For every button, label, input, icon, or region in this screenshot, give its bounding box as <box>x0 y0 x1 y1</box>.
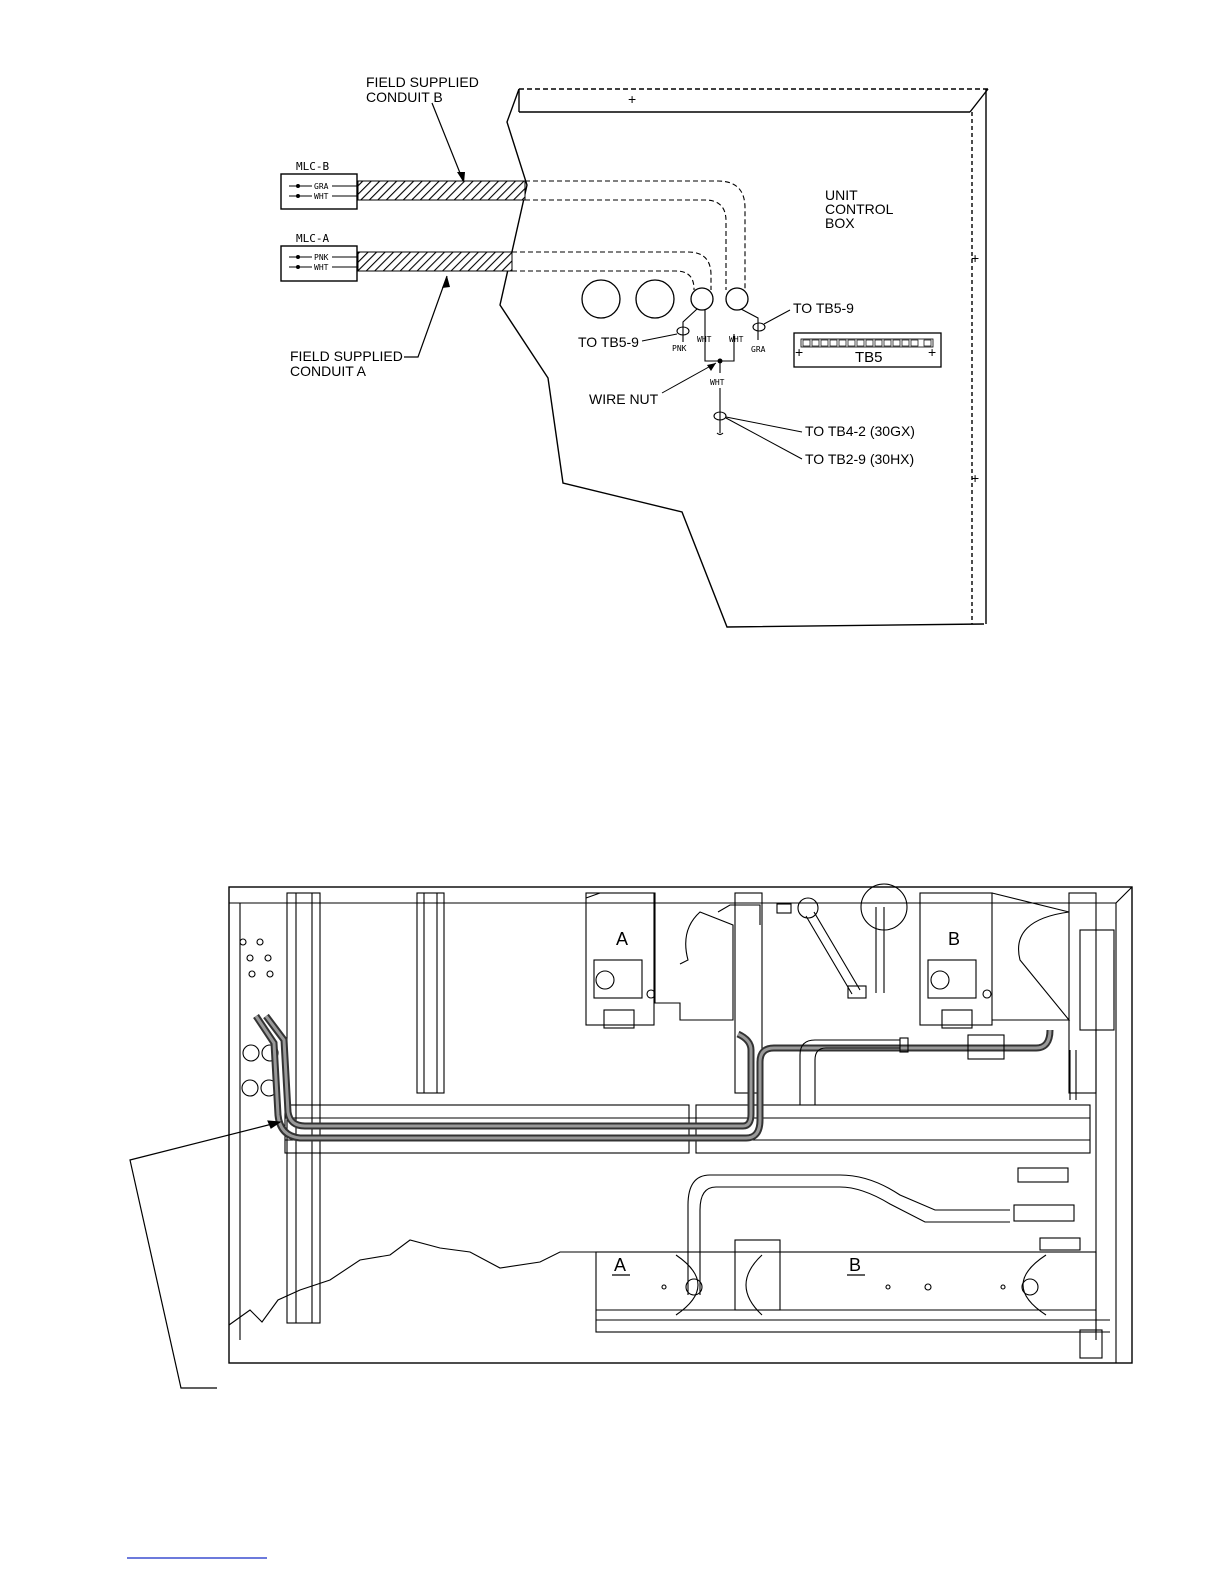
mlc-a-title: MLC-A <box>296 232 329 245</box>
circuit-lower-b-label: B <box>849 1255 861 1275</box>
mlc-b-connector: MLC-B GRA WHT <box>281 160 357 209</box>
dashed-conduit-path <box>512 181 745 290</box>
mlc-a-connector: MLC-A PNK WHT <box>281 232 357 281</box>
knockout-circle <box>726 288 748 310</box>
bottom-unit-diagram: A B <box>130 884 1132 1388</box>
conduit-b <box>358 181 525 200</box>
to-tb5-9-right-label: TO TB5-9 <box>793 300 854 316</box>
control-box-label-line3: BOX <box>825 215 855 231</box>
conduit-a <box>358 252 512 271</box>
wiring-harness <box>266 1016 751 1126</box>
tb5-label: TB5 <box>855 349 883 366</box>
conduit-a-leader <box>404 276 447 357</box>
mlc-b-wire-wht: WHT <box>314 192 329 201</box>
compressor-b <box>920 893 1069 1028</box>
leader-line <box>642 334 677 341</box>
wire-tag-wht-right: WHT <box>729 335 744 344</box>
wire-tag-wht-bottom: WHT <box>710 378 725 387</box>
svg-text:+: + <box>795 344 803 360</box>
right-assembly <box>900 930 1114 1059</box>
to-tb2-9-label: TO TB2-9 (30HX) <box>805 451 914 467</box>
circuit-upper-a-label: A <box>616 929 628 949</box>
top-wiring-diagram: + + + FIELD SUPPLIED CONDUIT B MLC-B GRA… <box>281 74 988 627</box>
conduit-b-label-line1: FIELD SUPPLIED <box>366 74 479 90</box>
conduit-b-label-line2: CONDUIT B <box>366 89 443 105</box>
mlc-b-title: MLC-B <box>296 160 329 173</box>
wire-nut-dot <box>718 359 723 364</box>
svg-text:+: + <box>928 344 936 360</box>
knockout-circle <box>582 280 620 318</box>
mlc-b-wire-gra: GRA <box>314 182 329 191</box>
to-tb5-9-left-label: TO TB5-9 <box>578 334 639 350</box>
wire-marker <box>753 323 765 331</box>
compressor-a <box>586 893 733 1028</box>
plus-mark: + <box>971 470 979 486</box>
wire-tag-pnk: PNK <box>672 344 687 353</box>
plus-mark: + <box>971 250 979 266</box>
plus-mark: + <box>628 91 636 107</box>
to-tb4-2-label: TO TB4-2 (30GX) <box>805 423 915 439</box>
conduit-a-label-line1: FIELD SUPPLIED <box>290 348 403 364</box>
cutaway-edge <box>229 1240 600 1325</box>
wire-runs <box>683 309 758 435</box>
tb5-terminal-block: + + TB5 <box>794 333 941 367</box>
wire-nut-label: WIRE NUT <box>589 391 659 407</box>
wire-tag-wht-left: WHT <box>697 335 712 344</box>
harness-leader <box>130 1122 280 1388</box>
circuit-upper-b-label: B <box>948 929 960 949</box>
mlc-a-wire-wht: WHT <box>314 263 329 272</box>
wire-tag-gra: GRA <box>751 345 766 354</box>
knockout-circle <box>691 288 713 310</box>
refrigerant-pipes <box>688 1040 1080 1295</box>
knockout-circle <box>636 280 674 318</box>
wiring-harness <box>256 1016 1050 1138</box>
conduit-a-label-line2: CONDUIT A <box>290 363 367 379</box>
leader-line <box>662 363 716 393</box>
circuit-lower-a-label: A <box>614 1255 626 1275</box>
mlc-a-wire-pnk: PNK <box>314 253 329 262</box>
leader-line <box>764 310 790 324</box>
middle-components <box>718 884 907 998</box>
conduit-b-leader <box>432 103 464 183</box>
